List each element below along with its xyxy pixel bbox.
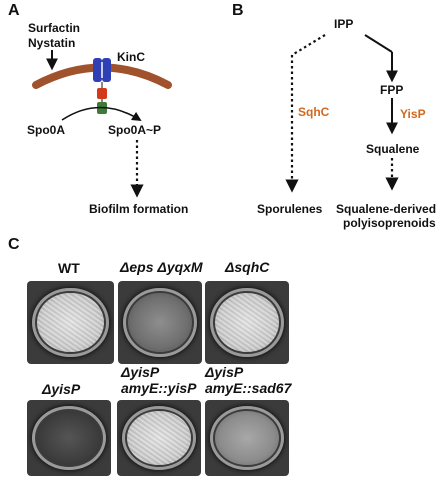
polyisoprenoids-label: polyisoprenoids	[343, 216, 436, 230]
fpp-label: FPP	[380, 83, 404, 97]
ipp-to-sporulenes-dotted	[291, 34, 326, 56]
kinc-label: KinC	[117, 50, 145, 64]
yisp-complement-label-2: amyE::yisP	[121, 380, 197, 396]
spo0a-label: Spo0A	[27, 123, 66, 137]
panel-a-letter: A	[8, 2, 20, 19]
kinc-left-helix	[93, 58, 102, 82]
yisp-label: ΔyisP	[42, 381, 81, 397]
panel-b-letter: B	[232, 2, 244, 19]
eps-yqxm-label: Δeps ΔyqxM	[120, 259, 203, 275]
well-eps-yqxm	[118, 281, 202, 364]
biofilm-formation-label: Biofilm formation	[89, 202, 189, 216]
sqhc-enzyme-label: SqhC	[298, 105, 330, 119]
yisp-sad67-label-1: ΔyisP	[205, 364, 244, 380]
yisp-sad67-label-2: amyE::sad67	[205, 380, 292, 396]
kinc-red-domain	[97, 88, 107, 99]
kinc-right-helix	[102, 58, 111, 82]
phosphorylation-arrow	[61, 106, 142, 122]
well-yisp	[27, 400, 111, 476]
well-yisp-sad67	[205, 400, 289, 476]
yisp-complement-label-1: ΔyisP	[121, 364, 160, 380]
yisp-enzyme-label: YisP	[400, 107, 426, 121]
sqhc-label: ΔsqhC	[225, 259, 270, 275]
panel-c-letter: C	[8, 236, 20, 253]
ipp-to-fpp-solid	[364, 34, 393, 53]
squalene-derived-label: Squalene-derived	[336, 202, 437, 216]
wt-label: WT	[58, 260, 80, 276]
well-yisp-complement	[117, 400, 201, 476]
well-sqhc	[205, 281, 289, 364]
well-wt	[27, 281, 114, 364]
sporulenes-label: Sporulenes	[257, 202, 323, 216]
surfactin-label: Surfactin	[28, 21, 81, 35]
nystatin-label: Nystatin	[28, 36, 76, 50]
ipp-label: IPP	[334, 17, 354, 31]
spo0a-p-label: Spo0A~P	[108, 123, 162, 137]
squalene-label: Squalene	[366, 142, 420, 156]
